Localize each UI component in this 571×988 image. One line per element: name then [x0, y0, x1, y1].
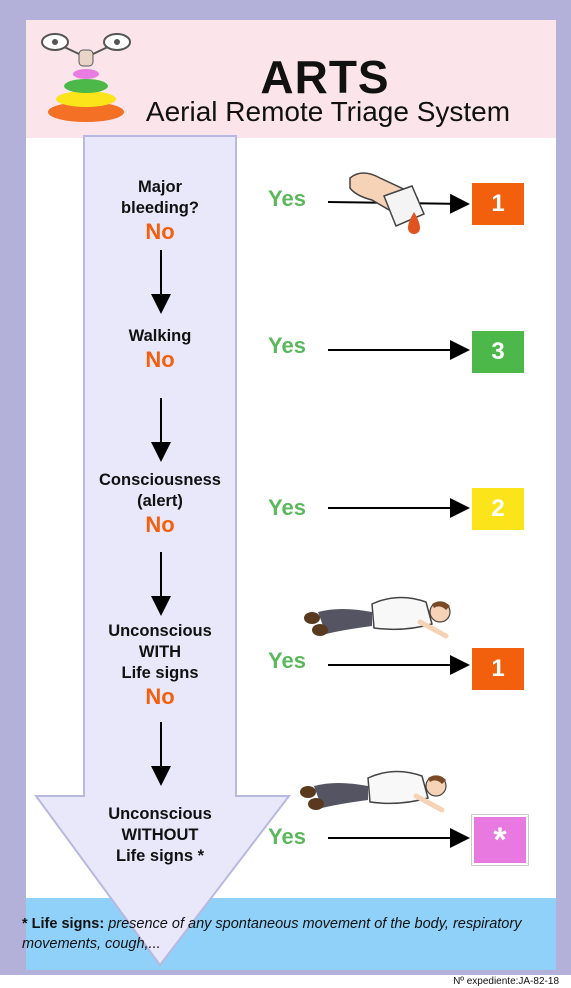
step-question-line: Consciousness	[99, 471, 221, 489]
life-signs-note: * Life signs: presence of any spontaneou…	[22, 914, 557, 954]
note-text: presence of any spontaneous movement of …	[22, 916, 522, 952]
file-number: Nº expediente:JA-82-18	[453, 976, 559, 987]
step-major-bleeding: Major bleeding? No	[80, 177, 240, 244]
drone-icon	[41, 33, 131, 122]
step-question-line: Life signs *	[115, 847, 205, 865]
step-question-line: (alert)	[137, 492, 183, 510]
no-label: No	[145, 512, 175, 537]
flow-down-arrow-shape	[34, 135, 292, 967]
step-unconscious-with-life-signs: Unconscious WITH Life signs No	[80, 621, 240, 709]
lying-person-icon	[300, 770, 447, 813]
step-question-line: bleeding?	[121, 199, 199, 217]
no-label: No	[145, 347, 175, 372]
step-unconscious-without-life-signs: Unconscious WITHOUT Life signs *	[80, 804, 240, 867]
step-question-line: Life signs	[121, 664, 199, 682]
lying-person-icon	[304, 596, 451, 639]
yes-label: Yes	[268, 648, 306, 673]
no-label: No	[145, 684, 175, 709]
deceased-category-badge: *	[472, 815, 528, 865]
step-consciousness: Consciousness (alert) No	[80, 470, 240, 537]
step-question-line: Unconscious	[108, 805, 212, 823]
triage-category-badge: 1	[472, 648, 524, 690]
triage-category-badge: 2	[472, 488, 524, 530]
step-question-line: Major	[137, 178, 182, 196]
yes-label: Yes	[268, 824, 306, 849]
step-question-line: WITH	[138, 643, 182, 661]
yes-label: Yes	[268, 333, 306, 358]
no-label: No	[145, 219, 175, 244]
yes-label: Yes	[268, 495, 306, 520]
yes-label: Yes	[268, 186, 306, 211]
step-walking: Walking No	[80, 326, 240, 372]
step-question-line: Unconscious	[108, 622, 212, 640]
step-question-line: Walking	[128, 327, 192, 345]
note-label: * Life signs:	[22, 916, 105, 932]
triage-category-badge: 1	[472, 183, 524, 225]
triage-category-badge: 3	[472, 331, 524, 373]
step-question-line: WITHOUT	[121, 826, 199, 844]
footer-banner	[26, 898, 556, 970]
page-subtitle: Aerial Remote Triage System	[145, 96, 511, 127]
blood-drop-icon	[408, 212, 420, 234]
page-title: ARTS	[260, 51, 390, 103]
